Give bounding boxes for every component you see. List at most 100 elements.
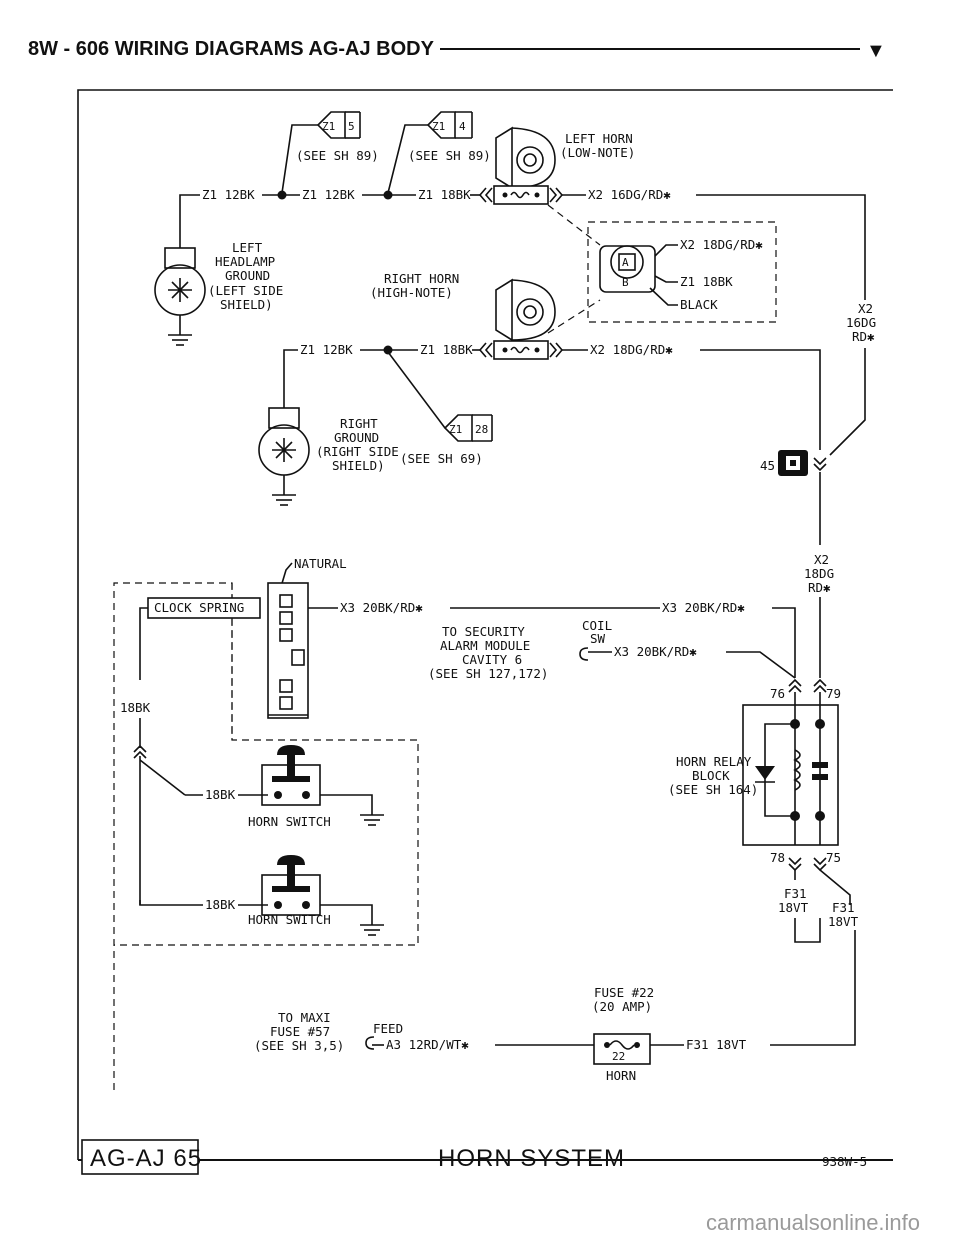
wire-z1-12bk-c: Z1 12BK bbox=[300, 342, 353, 357]
horn-switch-2-label: HORN SWITCH bbox=[248, 912, 331, 927]
wire-z1-18bk-top: Z1 18BK bbox=[418, 187, 471, 202]
pin-76-connector bbox=[788, 678, 802, 693]
left-horn-symbol bbox=[495, 126, 556, 190]
fuse-22-l1: FUSE #22 bbox=[594, 985, 654, 1000]
left-horn-sub: (LOW-NOTE) bbox=[560, 145, 635, 160]
footer-model-box bbox=[81, 1139, 199, 1175]
maxi-fuse-feed: FEED bbox=[373, 1021, 403, 1036]
splice-z1-28-code: Z1 bbox=[449, 423, 462, 436]
security-l1: TO SECURITY bbox=[442, 624, 525, 639]
wire-z1-12bk-b: Z1 12BK bbox=[302, 187, 355, 202]
splice-z1-28: Z1 28 bbox=[443, 414, 493, 442]
left-ground-l5: SHIELD) bbox=[220, 297, 273, 312]
maxi-fuse-l1: TO MAXI bbox=[278, 1010, 331, 1025]
splice-z1-4: Z1 4 (SEE SH 89) bbox=[387, 111, 491, 194]
maxi-fuse-l2: FUSE #57 bbox=[270, 1024, 330, 1039]
splice-z1-4-code: Z1 bbox=[432, 120, 445, 133]
pin-79-connector bbox=[813, 678, 827, 693]
wire-x2-16dg: X2 16DG/RD✱ bbox=[588, 187, 671, 202]
wire-f31-18vt: F31 18VT bbox=[686, 1037, 747, 1052]
splice-z1-5: Z1 5 (SEE SH 89) bbox=[281, 111, 379, 194]
f31-gauge-a: 18VT bbox=[778, 900, 809, 915]
horn-relay-l2: BLOCK bbox=[692, 768, 730, 783]
cs-connector-arrow bbox=[133, 744, 147, 759]
pin-79: 79 bbox=[826, 686, 841, 701]
splice-dot-2 bbox=[383, 190, 393, 200]
f31-label-b: F31 bbox=[832, 900, 855, 915]
svg-text:B: B bbox=[622, 276, 629, 289]
security-sw: SW bbox=[590, 631, 606, 646]
right-ground-l2: GROUND bbox=[334, 430, 379, 445]
right-horn-connector bbox=[478, 340, 564, 360]
svg-text:22: 22 bbox=[612, 1050, 625, 1063]
right-ground-l1: RIGHT bbox=[340, 416, 378, 431]
left-headlamp-ground-symbol bbox=[154, 247, 206, 346]
left-ground-l4: (LEFT SIDE bbox=[208, 283, 283, 298]
watermark: carmanualsonline.info bbox=[706, 1210, 920, 1235]
splice-z1-4-num: 4 bbox=[459, 120, 466, 133]
wire-x3-20bk-c: X3 20BK/RD✱ bbox=[614, 644, 697, 659]
header-marker: ▼ bbox=[866, 40, 886, 62]
horn-relay-l1: HORN RELAY bbox=[676, 754, 752, 769]
side-label-x2-a: X2 bbox=[858, 301, 873, 316]
splice-z1-5-ref: (SEE SH 89) bbox=[296, 148, 379, 163]
f31-label-a: F31 bbox=[784, 886, 807, 901]
horn-switch-2: 18BK bbox=[139, 855, 384, 936]
wire-18bk-cs: 18BK bbox=[120, 700, 151, 715]
wire-a3-12rd: A3 12RD/WT✱ bbox=[386, 1037, 469, 1052]
splice-z1-5-code: Z1 bbox=[322, 120, 335, 133]
pin-75: 75 bbox=[826, 850, 841, 865]
wire-x3-20bk-b: X3 20BK/RD✱ bbox=[662, 600, 745, 615]
pin-76: 76 bbox=[770, 686, 785, 701]
svg-text:A: A bbox=[622, 256, 629, 269]
fuse-22-name: HORN bbox=[606, 1068, 636, 1083]
side-label-rd-a: RD✱ bbox=[852, 329, 875, 344]
security-coil: COIL bbox=[582, 618, 612, 633]
footer-model: AG-AJ 65 bbox=[90, 1145, 202, 1172]
natural-label: NATURAL bbox=[294, 556, 347, 571]
page-header-title: 8W - 606 WIRING DIAGRAMS AG-AJ BODY bbox=[28, 38, 435, 60]
splice-z1-4-ref: (SEE SH 89) bbox=[408, 148, 491, 163]
splice-dot-1 bbox=[277, 190, 287, 200]
f31-gauge-b: 18VT bbox=[828, 914, 859, 929]
right-horn-label: RIGHT HORN bbox=[384, 271, 459, 286]
splice-z1-28-ref: (SEE SH 69) bbox=[400, 451, 483, 466]
clock-spring-label: CLOCK SPRING bbox=[154, 600, 244, 615]
fuse-22-l2: (20 AMP) bbox=[592, 999, 652, 1014]
left-ground-l3: GROUND bbox=[225, 268, 270, 283]
relay-contact-b bbox=[812, 774, 828, 780]
pin-78: 78 bbox=[770, 850, 785, 865]
wire-z1-12bk-a: Z1 12BK bbox=[202, 187, 255, 202]
side-label-x2-b: X2 bbox=[814, 552, 829, 567]
horn-switch-1: 18BK bbox=[139, 745, 384, 826]
left-horn-label: LEFT HORN bbox=[565, 131, 633, 146]
left-ground-l1: LEFT bbox=[232, 240, 263, 255]
wire-left-ground-up bbox=[179, 194, 200, 248]
connector-45-label: 45 bbox=[760, 458, 775, 473]
security-l4: (SEE SH 127,172) bbox=[428, 666, 548, 681]
natural-connector-symbol bbox=[267, 582, 309, 719]
connector-45-symbol bbox=[778, 450, 827, 476]
security-l3: CAVITY 6 bbox=[462, 652, 522, 667]
horn-relay-l3: (SEE SH 164) bbox=[668, 782, 758, 797]
connector-detail-x2: X2 18DG/RD✱ bbox=[680, 237, 763, 252]
footer-code: 938W-5 bbox=[822, 1154, 867, 1169]
footer-title: HORN SYSTEM bbox=[438, 1145, 625, 1172]
right-ground-symbol bbox=[258, 407, 310, 506]
relay-contact-a bbox=[812, 762, 828, 768]
maxi-fuse-l3: (SEE SH 3,5) bbox=[254, 1038, 344, 1053]
splice-z1-5-num: 5 bbox=[348, 120, 355, 133]
fuse-22-symbol: 22 bbox=[593, 1033, 651, 1065]
connector-detail-color: BLACK bbox=[680, 297, 718, 312]
left-ground-l2: HEADLAMP bbox=[215, 254, 275, 269]
svg-text:18BK: 18BK bbox=[205, 897, 236, 912]
connector-detail-z1: Z1 18BK bbox=[680, 274, 733, 289]
connector-detail-symbol: A B bbox=[599, 245, 656, 293]
side-label-rd-b: RD✱ bbox=[808, 580, 831, 595]
horn-switch-1-label: HORN SWITCH bbox=[248, 814, 331, 829]
security-l2: ALARM MODULE bbox=[440, 638, 530, 653]
right-ground-l3: (RIGHT SIDE bbox=[316, 444, 399, 459]
right-horn-symbol bbox=[495, 278, 556, 342]
right-horn-sub: (HIGH-NOTE) bbox=[370, 285, 453, 300]
relay-diode bbox=[755, 766, 775, 780]
